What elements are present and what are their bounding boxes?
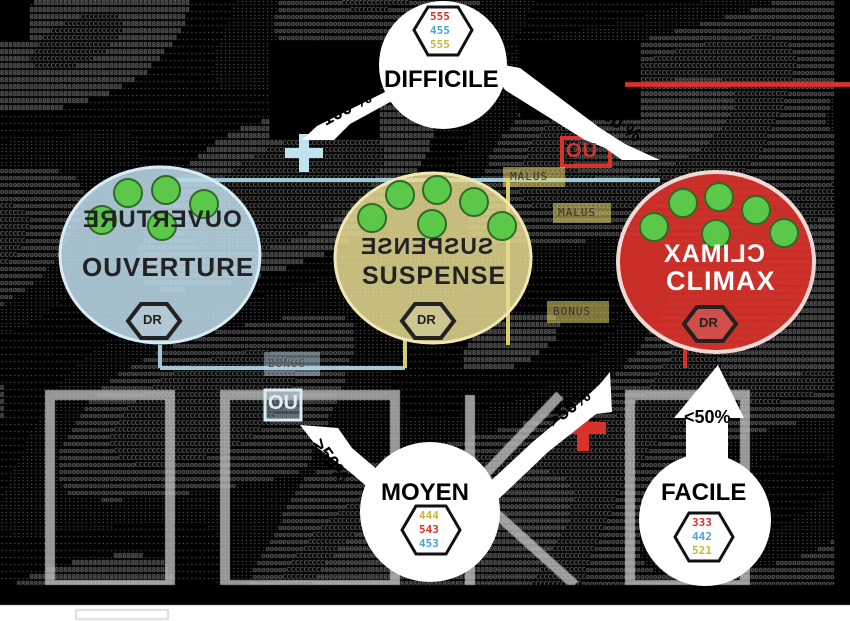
ouverture-title-mirrored: OUVERTURE — [82, 206, 242, 234]
climax-token-6[interactable] — [770, 219, 798, 247]
difficile-dice-row-1: 555 — [430, 10, 450, 24]
bonus-label-left: BONUS — [268, 357, 306, 370]
suspense-token-3[interactable] — [460, 188, 488, 216]
climax-badge-label: DR — [699, 315, 718, 330]
malus-label-2: MALUS — [558, 206, 596, 219]
moyen-dice-row-2: 543 — [419, 523, 439, 537]
suspense-token-2[interactable] — [423, 176, 451, 204]
suspense-title-mirrored: SUSPENSE — [360, 233, 493, 260]
climax-token-3[interactable] — [742, 196, 770, 224]
bonus-label-right: BONUS — [553, 305, 591, 318]
arrow-facile-label: <50% — [684, 407, 731, 428]
suspense-badge-label: DR — [417, 312, 436, 327]
ou-top-label: OU — [566, 140, 598, 163]
malus-label-1: MALUS — [510, 170, 548, 183]
climax-token-1[interactable] — [669, 189, 697, 217]
climax-token-2[interactable] — [705, 183, 733, 211]
suspense-title: SUSPENSE — [362, 262, 506, 291]
difficile-dice: 555 455 555 — [430, 10, 450, 52]
ou-bottom-label: OU — [268, 392, 298, 415]
facile-dice: 333 442 521 — [692, 516, 712, 558]
facile-label: FACILE — [661, 479, 746, 507]
climax-token-4[interactable] — [640, 213, 668, 241]
ouverture-badge-label: DR — [143, 312, 162, 327]
ouverture-token-2[interactable] — [152, 176, 180, 204]
facile-dice-row-3: 521 — [692, 544, 712, 558]
difficile-dice-row-3: 555 — [430, 38, 450, 52]
ouverture-title: OUVERTURE — [82, 252, 254, 283]
climax-title: CLIMAX — [666, 266, 776, 297]
facile-dice-row-2: 442 — [692, 530, 712, 544]
ouverture-token-1[interactable] — [114, 179, 142, 207]
moyen-label: MOYEN — [381, 479, 469, 507]
moyen-dice-row-1: 444 — [419, 509, 439, 523]
moyen-dice: 444 543 453 — [419, 509, 439, 551]
climax-title-mirrored: CLIMAX — [663, 240, 765, 269]
moyen-dice-row-3: 453 — [419, 537, 439, 551]
difficile-dice-row-2: 455 — [430, 24, 450, 38]
suspense-token-1[interactable] — [386, 181, 414, 209]
difficile-label: DIFFICILE — [384, 66, 499, 94]
facile-dice-row-1: 333 — [692, 516, 712, 530]
suspense-token-4[interactable] — [358, 204, 386, 232]
